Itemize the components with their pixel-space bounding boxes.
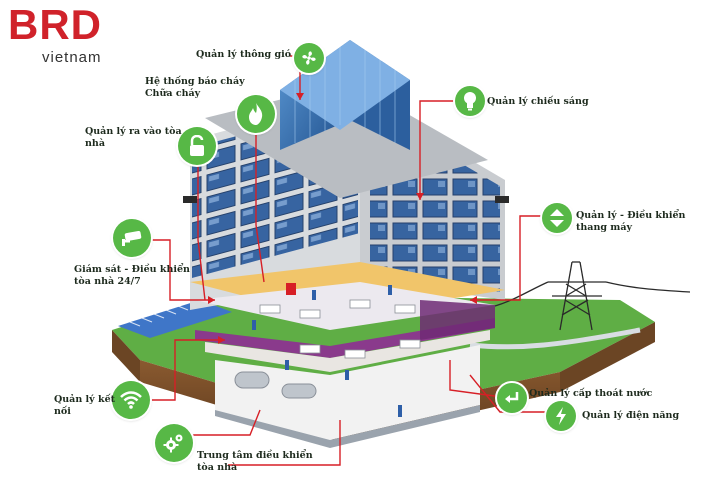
lightning-bolt-icon xyxy=(556,407,566,425)
label-lighting: Quản lý chiếu sáng xyxy=(487,96,589,107)
label-water: Quản lý cấp thoát nước xyxy=(529,388,653,399)
ventilation-badge xyxy=(294,43,324,73)
elevator-badge xyxy=(542,203,572,233)
basement-tank xyxy=(234,371,270,389)
elevator-arrows-icon xyxy=(550,209,564,227)
floor-lower-shade xyxy=(215,405,480,448)
camera-left xyxy=(183,196,197,203)
label-ventilation: Quản lý thông gió xyxy=(196,49,292,60)
lightbulb-icon xyxy=(464,92,476,111)
label-control-center: Trung tâm điều khiển tòa nhà xyxy=(197,450,313,474)
power-tower xyxy=(494,261,691,331)
label-access-line2: nhà xyxy=(85,138,105,149)
wifi-icon xyxy=(120,391,142,409)
label-control-line2: tòa nhà xyxy=(197,462,238,473)
fire-badge xyxy=(237,95,275,133)
glass-tower-top xyxy=(280,40,410,130)
ground-side xyxy=(112,330,140,382)
leader-lines xyxy=(146,55,552,466)
label-surveillance-line1: Giám sát - Điều khiển xyxy=(74,264,190,275)
label-access-line1: Quản lý ra vào tòa xyxy=(85,126,182,137)
floor-middle xyxy=(205,330,490,372)
label-power: Quản lý điện năng xyxy=(582,410,680,421)
control-center-badge xyxy=(155,424,193,462)
return-arrow-icon xyxy=(505,392,519,403)
brand-subtitle: vietnam xyxy=(42,49,102,66)
lighting-badge xyxy=(455,86,485,116)
access-badge xyxy=(178,127,216,165)
floor-lower xyxy=(215,345,480,440)
gears-icon xyxy=(163,434,183,453)
fan-icon xyxy=(302,51,316,65)
flame-icon xyxy=(249,103,263,125)
fire-alarm-panel xyxy=(286,283,296,295)
label-network: Quản lý kết nối xyxy=(54,394,115,418)
purple-wall-right xyxy=(420,300,495,340)
roof-top xyxy=(205,82,488,198)
water-badge xyxy=(497,383,527,413)
label-elevator-line1: Quản lý - Điều khiển xyxy=(576,210,686,221)
label-fire-line1: Hệ thống báo cháy xyxy=(145,76,245,87)
label-access-control: Quản lý ra vào tòa nhà xyxy=(85,126,182,150)
parking-lot xyxy=(118,300,232,338)
network-badge xyxy=(112,381,150,419)
label-surveillance-line2: tòa nhà 24/7 xyxy=(74,276,141,287)
label-control-line1: Trung tâm điều khiển xyxy=(197,450,313,461)
padlock-icon xyxy=(190,135,204,156)
label-fire-system: Hệ thống báo cháy Chữa cháy xyxy=(145,76,245,100)
label-elevator: Quản lý - Điều khiển thang máy xyxy=(576,210,685,234)
building xyxy=(183,40,509,448)
underground-pipe xyxy=(469,327,641,350)
label-fire-line2: Chữa cháy xyxy=(145,88,201,99)
power-badge xyxy=(546,401,576,431)
brand-logo: BRD xyxy=(8,1,102,48)
label-network-line1: Quản lý kết xyxy=(54,394,116,405)
label-network-line2: nối xyxy=(54,406,71,417)
security-camera-icon xyxy=(122,230,142,246)
label-elevator-line2: thang máy xyxy=(576,222,633,233)
camera-right xyxy=(495,196,509,203)
floor-office xyxy=(195,282,495,330)
floor-purple-band xyxy=(195,318,495,358)
label-surveillance: Giám sát - Điều khiển tòa nhà 24/7 xyxy=(74,264,190,288)
ground-right xyxy=(560,322,655,392)
leader-arrows xyxy=(208,93,477,344)
surveillance-badge xyxy=(113,219,151,257)
